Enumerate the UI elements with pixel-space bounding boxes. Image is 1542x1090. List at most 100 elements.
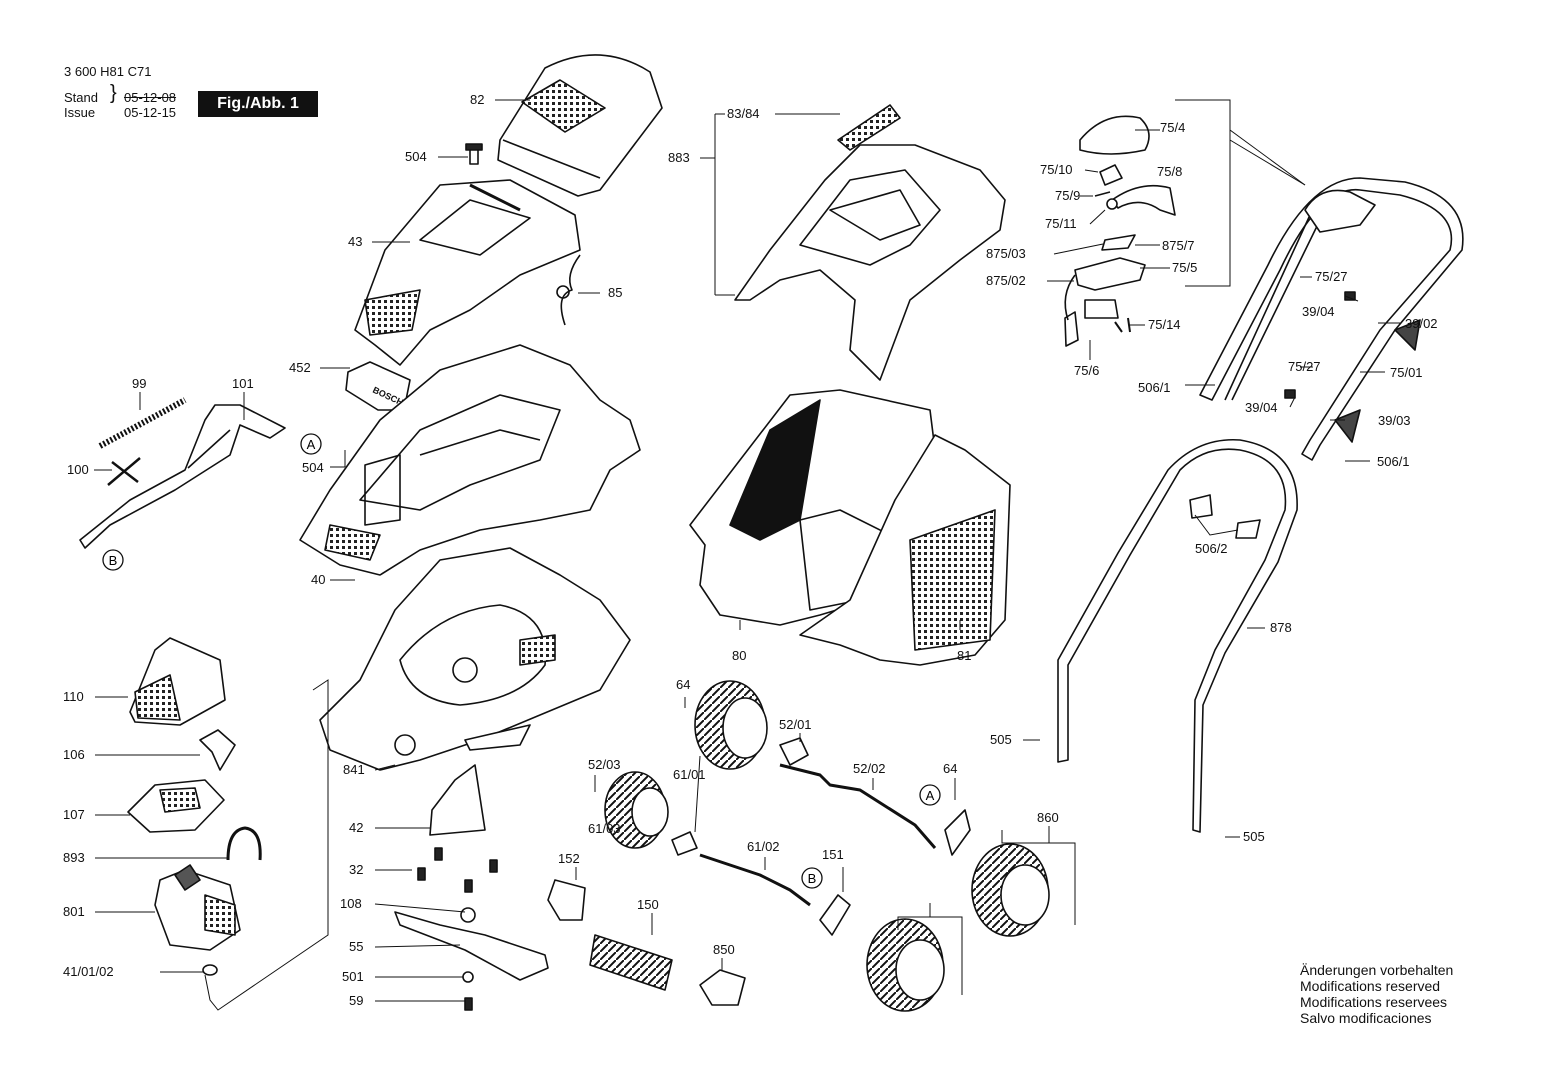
- reference-marker-circle: [919, 784, 941, 806]
- reference-marker-label: A: [307, 437, 316, 452]
- part-label: 875/02: [986, 273, 1026, 288]
- part-label: 55: [349, 939, 363, 954]
- part-label: 75/4: [1160, 120, 1185, 135]
- brace-glyph: }: [110, 82, 117, 104]
- part-label: 81: [957, 648, 971, 663]
- part-label: 504: [405, 149, 427, 164]
- part-label: 85: [608, 285, 622, 300]
- part-43-upper-housing: [354, 179, 581, 366]
- document-number: 3 600 H81 C71: [64, 64, 152, 79]
- issue-label: Issue: [64, 105, 96, 120]
- part-81-grass-box: [799, 434, 1011, 666]
- part-label: 64: [676, 677, 690, 692]
- reference-marker-label: B: [109, 553, 118, 568]
- part-label: 42: [349, 820, 363, 835]
- part-label: 41/01/02: [63, 964, 114, 979]
- part-label: 505: [1243, 829, 1265, 844]
- part-label: 108: [340, 896, 362, 911]
- part-label: 75/6: [1074, 363, 1099, 378]
- part-label: 875/7: [1162, 238, 1195, 253]
- part-152-roller: [589, 934, 673, 991]
- part-39-knobs: [1284, 291, 1421, 443]
- part-75-4-cap: [1079, 115, 1150, 155]
- part-label: 893: [63, 850, 85, 865]
- part-82-rear-flap: [497, 54, 663, 197]
- leader-lines: [94, 99, 1400, 1011]
- part-label: 39/02: [1405, 316, 1438, 331]
- part-label: 83/84: [727, 106, 760, 121]
- note-es: Salvo modificaciones: [1300, 1010, 1432, 1026]
- part-label: 860: [1037, 810, 1059, 825]
- reference-marker-circle: [801, 867, 823, 889]
- part-label: 80: [732, 648, 746, 663]
- part-107-plate: [127, 779, 225, 833]
- reference-marker-circle: [300, 433, 322, 455]
- part-label: 452: [289, 360, 311, 375]
- part-151-roller-bracket: [547, 879, 586, 921]
- part-label: 506/2: [1195, 541, 1228, 556]
- part-label: 100: [67, 462, 89, 477]
- note-fr: Modifications reservees: [1300, 994, 1448, 1010]
- part-40-chassis: [299, 344, 641, 576]
- part-label: 504: [302, 460, 324, 475]
- part-label: 75/5: [1172, 260, 1197, 275]
- part-85-spring: [556, 254, 581, 326]
- reference-marker-label: B: [808, 871, 817, 886]
- part-878-lower-handle: [1057, 438, 1298, 833]
- note-en: Modifications reserved: [1300, 978, 1441, 994]
- reference-marker-circle: [102, 549, 124, 571]
- part-150-roller-cap: [699, 969, 746, 1006]
- stand-date: 05-12-08: [124, 90, 177, 105]
- part-label: 152: [558, 851, 580, 866]
- wheel-rear-left: [694, 680, 768, 770]
- part-label: 841: [343, 762, 365, 777]
- wheel-rear-right: [971, 843, 1050, 937]
- part-label: 801: [63, 904, 85, 919]
- note-de: Änderungen vorbehalten: [1300, 962, 1454, 978]
- part-110-motor-cover: [129, 637, 226, 726]
- part-label: 52/02: [853, 761, 886, 776]
- part-label: 39/04: [1302, 304, 1335, 319]
- part-label: 75/10: [1040, 162, 1073, 177]
- part-label: 75/9: [1055, 188, 1080, 203]
- part-label: 99: [132, 376, 146, 391]
- part-label: 40: [311, 572, 325, 587]
- part-801-motor: [154, 864, 241, 951]
- part-label: 75/27: [1315, 269, 1348, 284]
- part-label: 101: [232, 376, 254, 391]
- part-452-badge: BOSCH: [345, 361, 411, 411]
- part-label: 82: [470, 92, 484, 107]
- part-label: 52/01: [779, 717, 812, 732]
- wheel-front-right: [866, 918, 945, 1012]
- stand-label: Stand: [64, 90, 98, 105]
- part-99-spring: [98, 397, 187, 449]
- part-label: 52/03: [588, 757, 621, 772]
- part-label: 61/01: [673, 767, 706, 782]
- part-83-84-grip: [837, 104, 901, 151]
- part-label: 506/1: [1138, 380, 1171, 395]
- part-label: 506/1: [1377, 454, 1410, 469]
- part-label: 150: [637, 897, 659, 912]
- part-label: 61/02: [747, 839, 780, 854]
- part-506-2-clips: [1189, 494, 1261, 539]
- part-100-clip: [107, 457, 141, 486]
- part-883-collector-lid: [734, 144, 1006, 381]
- part-75-01-upper-handle: [1199, 177, 1464, 461]
- part-label: 501: [342, 969, 364, 984]
- part-41-01-02-bushing: [202, 964, 218, 976]
- part-label: 75/8: [1157, 164, 1182, 179]
- part-label: 75/27: [1288, 359, 1321, 374]
- part-42-blade-guard: [429, 764, 486, 836]
- switch-small-parts: [1064, 164, 1176, 347]
- part-label: 505: [990, 732, 1012, 747]
- modification-notes: Änderungen vorbehalten Modifications res…: [1300, 962, 1453, 1026]
- part-label: 875/03: [986, 246, 1026, 261]
- part-841-mower-deck: [319, 547, 631, 771]
- wheel-front-left: [604, 771, 669, 849]
- part-label: 75/11: [1045, 216, 1077, 231]
- part-label: 151: [822, 847, 844, 862]
- part-label: 878: [1270, 620, 1292, 635]
- part-label: 75/01: [1390, 365, 1423, 380]
